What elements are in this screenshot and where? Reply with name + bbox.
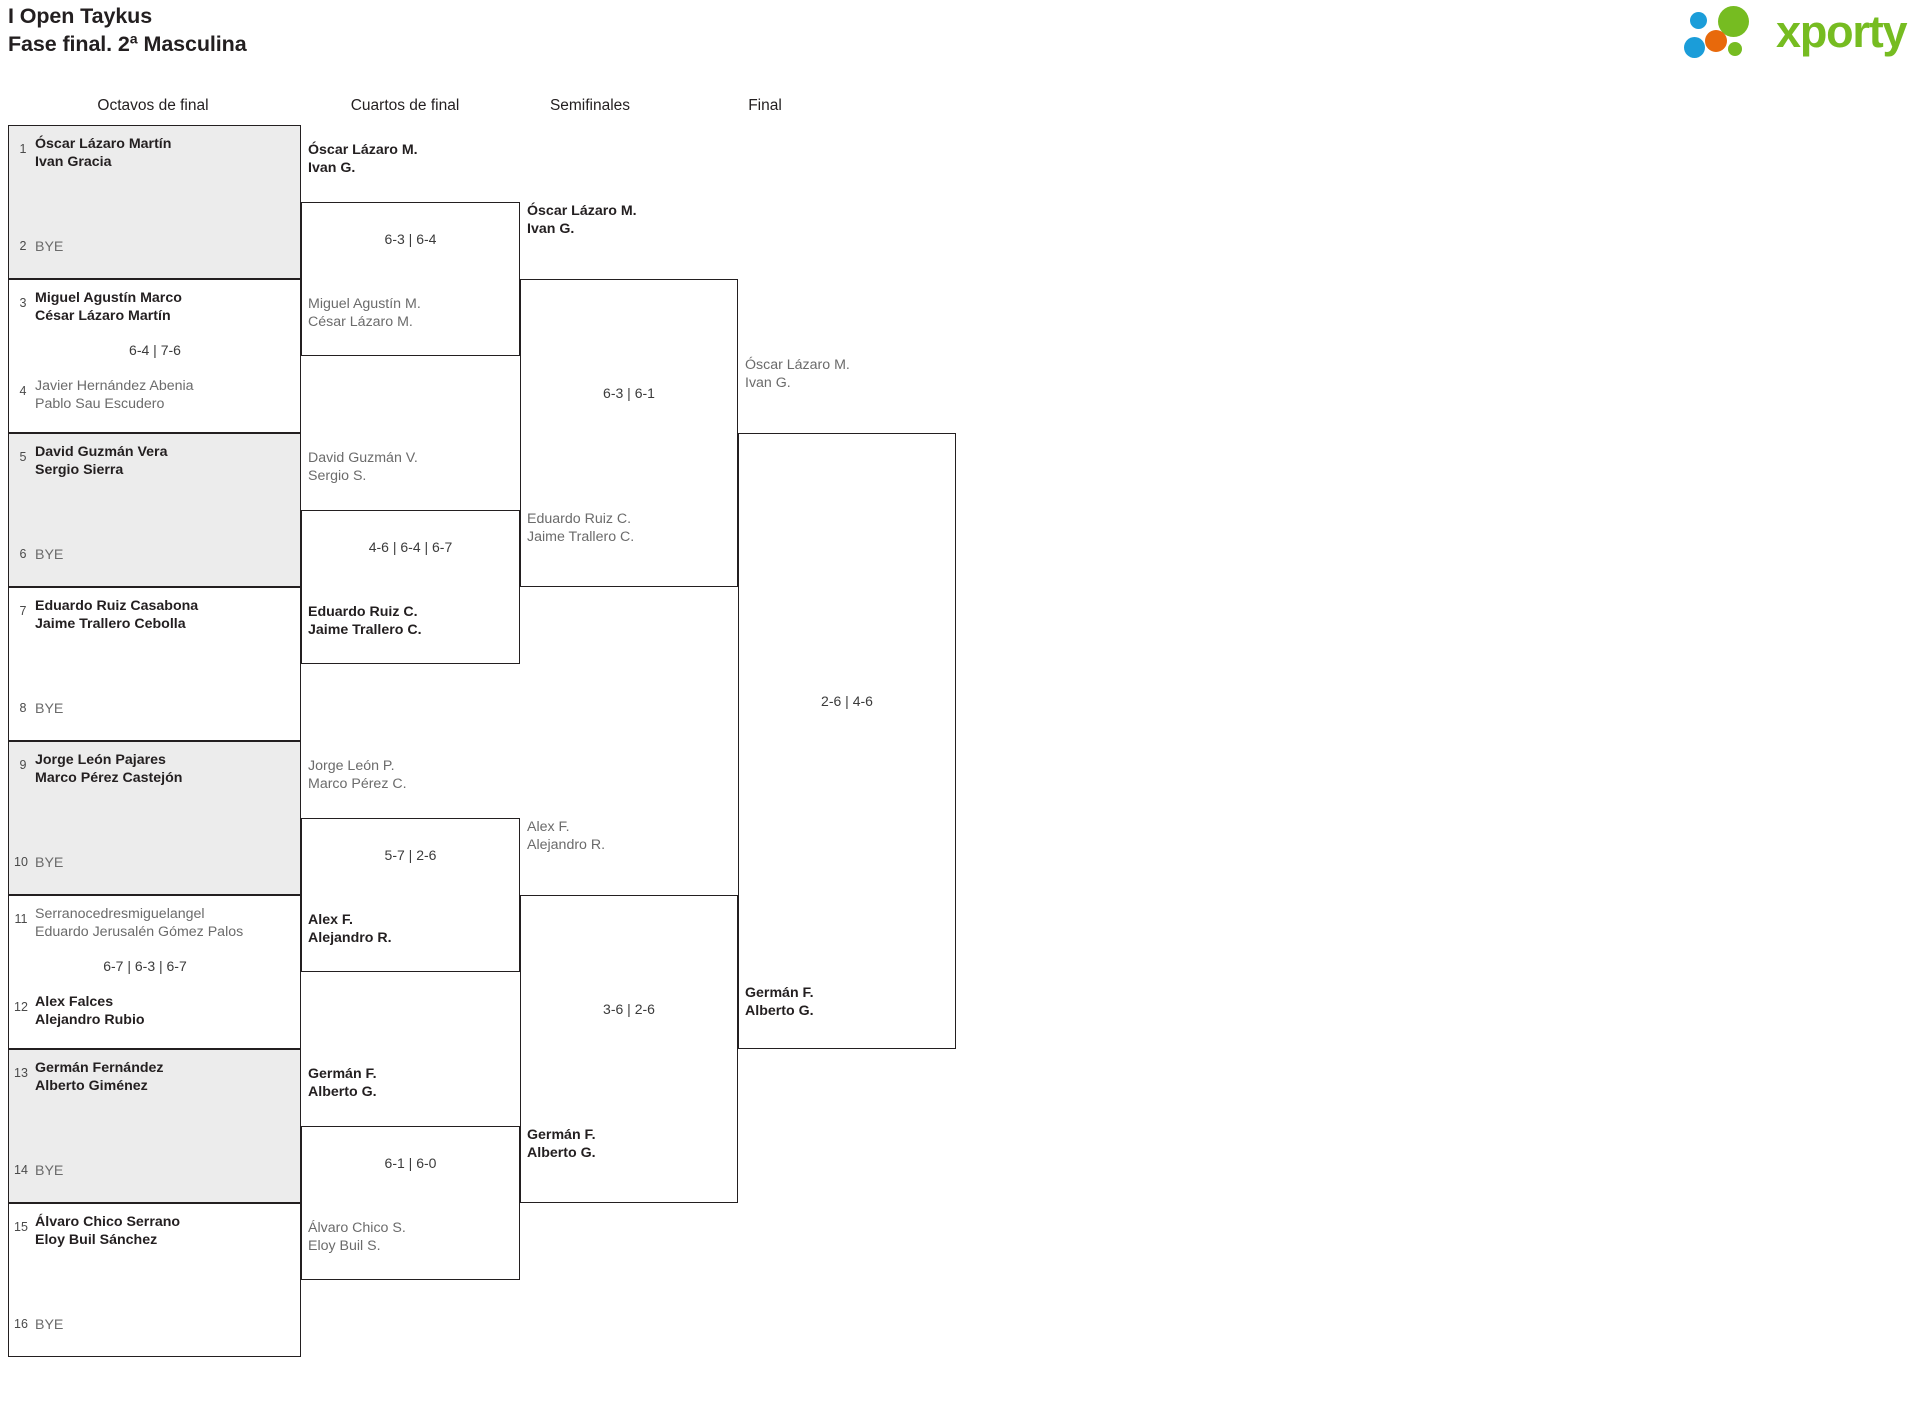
- match-score: 6-3 | 6-4: [384, 231, 437, 247]
- seed-number: 10: [14, 855, 28, 869]
- bracket-connector: [301, 818, 520, 972]
- round-header-cuartos: Cuartos de final: [350, 97, 460, 114]
- match-score: 6-7 | 6-3 | 6-7: [103, 958, 187, 974]
- logo-dots-icon: [1684, 4, 1776, 60]
- seed-number: 7: [19, 604, 27, 618]
- team-names: Alex F.Alejandro R.: [527, 819, 606, 853]
- bracket-connector: [301, 202, 520, 356]
- phase-name: Fase final. 2ª Masculina: [8, 32, 247, 56]
- seed-number: 11: [14, 912, 28, 926]
- match-score: 3-6 | 2-6: [603, 1001, 655, 1017]
- team-names: BYE: [35, 1163, 64, 1179]
- team-names: Eduardo Ruiz C.Jaime Trallero C.: [308, 604, 422, 638]
- seed-number: 2: [19, 239, 27, 253]
- seed-number: 5: [19, 450, 27, 464]
- seed-number: 6: [19, 547, 27, 561]
- team-names: BYE: [35, 855, 64, 871]
- match-score: 2-6 | 4-6: [821, 693, 873, 709]
- seed-number: 1: [19, 142, 27, 156]
- bracket-connector: [738, 433, 956, 1049]
- bracket-connector: [520, 279, 738, 587]
- team-names: Alex F.Alejandro R.: [308, 912, 392, 946]
- round-header-octavos: Octavos de final: [97, 97, 209, 114]
- team-names: BYE: [35, 701, 64, 717]
- team-names: BYE: [35, 1317, 64, 1333]
- xporty-logo: xporty: [1684, 4, 1914, 60]
- match-score: 5-7 | 2-6: [384, 847, 437, 863]
- seed-number: 12: [14, 1000, 28, 1014]
- seed-number: 3: [19, 296, 27, 310]
- seed-number: 15: [14, 1220, 28, 1234]
- round-header-semifinales: Semifinales: [549, 97, 631, 114]
- seed-number: 8: [19, 701, 27, 715]
- team-names: BYE: [35, 239, 64, 255]
- team-names: Álvaro Chico S.Eloy Buil S.: [308, 1220, 406, 1254]
- team-names: Germán F.Alberto G.: [527, 1127, 596, 1161]
- match-score: 4-6 | 6-4 | 6-7: [368, 539, 453, 555]
- team-names: Germán F.Alberto G.: [745, 985, 814, 1019]
- page-title: I Open Taykus Fase final. 2ª Masculina: [8, 2, 247, 58]
- bracket-connector: [301, 1126, 520, 1280]
- team-names: BYE: [35, 547, 64, 563]
- team-names: Jorge León P.Marco Pérez C.: [308, 758, 407, 792]
- seed-number: 13: [14, 1066, 28, 1080]
- match-score: 6-1 | 6-0: [384, 1155, 437, 1171]
- seed-number: 14: [14, 1163, 28, 1177]
- team-names: Eduardo Ruiz C.Jaime Trallero C.: [527, 511, 635, 545]
- team-names: Germán F.Alberto G.: [308, 1066, 377, 1100]
- team-names: David Guzmán V.Sergio S.: [308, 450, 418, 484]
- seed-number: 16: [14, 1317, 28, 1331]
- team-names: Óscar Lázaro M.Ivan G.: [527, 203, 637, 237]
- logo-wordmark: xporty: [1776, 6, 1908, 57]
- bracket-connector: [520, 895, 738, 1203]
- team-names: Miguel Agustín M.César Lázaro M.: [308, 296, 421, 330]
- seed-number: 9: [19, 758, 27, 772]
- team-names: Óscar Lázaro M.Ivan G.: [308, 142, 418, 176]
- seed-number: 4: [19, 384, 27, 398]
- match-score: 6-3 | 6-1: [603, 385, 655, 401]
- tournament-name: I Open Taykus: [8, 4, 153, 28]
- team-names: Óscar Lázaro M.Ivan G.: [745, 357, 850, 391]
- bracket-connector: [301, 510, 520, 664]
- round-header-final: Final: [748, 97, 782, 114]
- match-score: 6-4 | 7-6: [129, 342, 181, 358]
